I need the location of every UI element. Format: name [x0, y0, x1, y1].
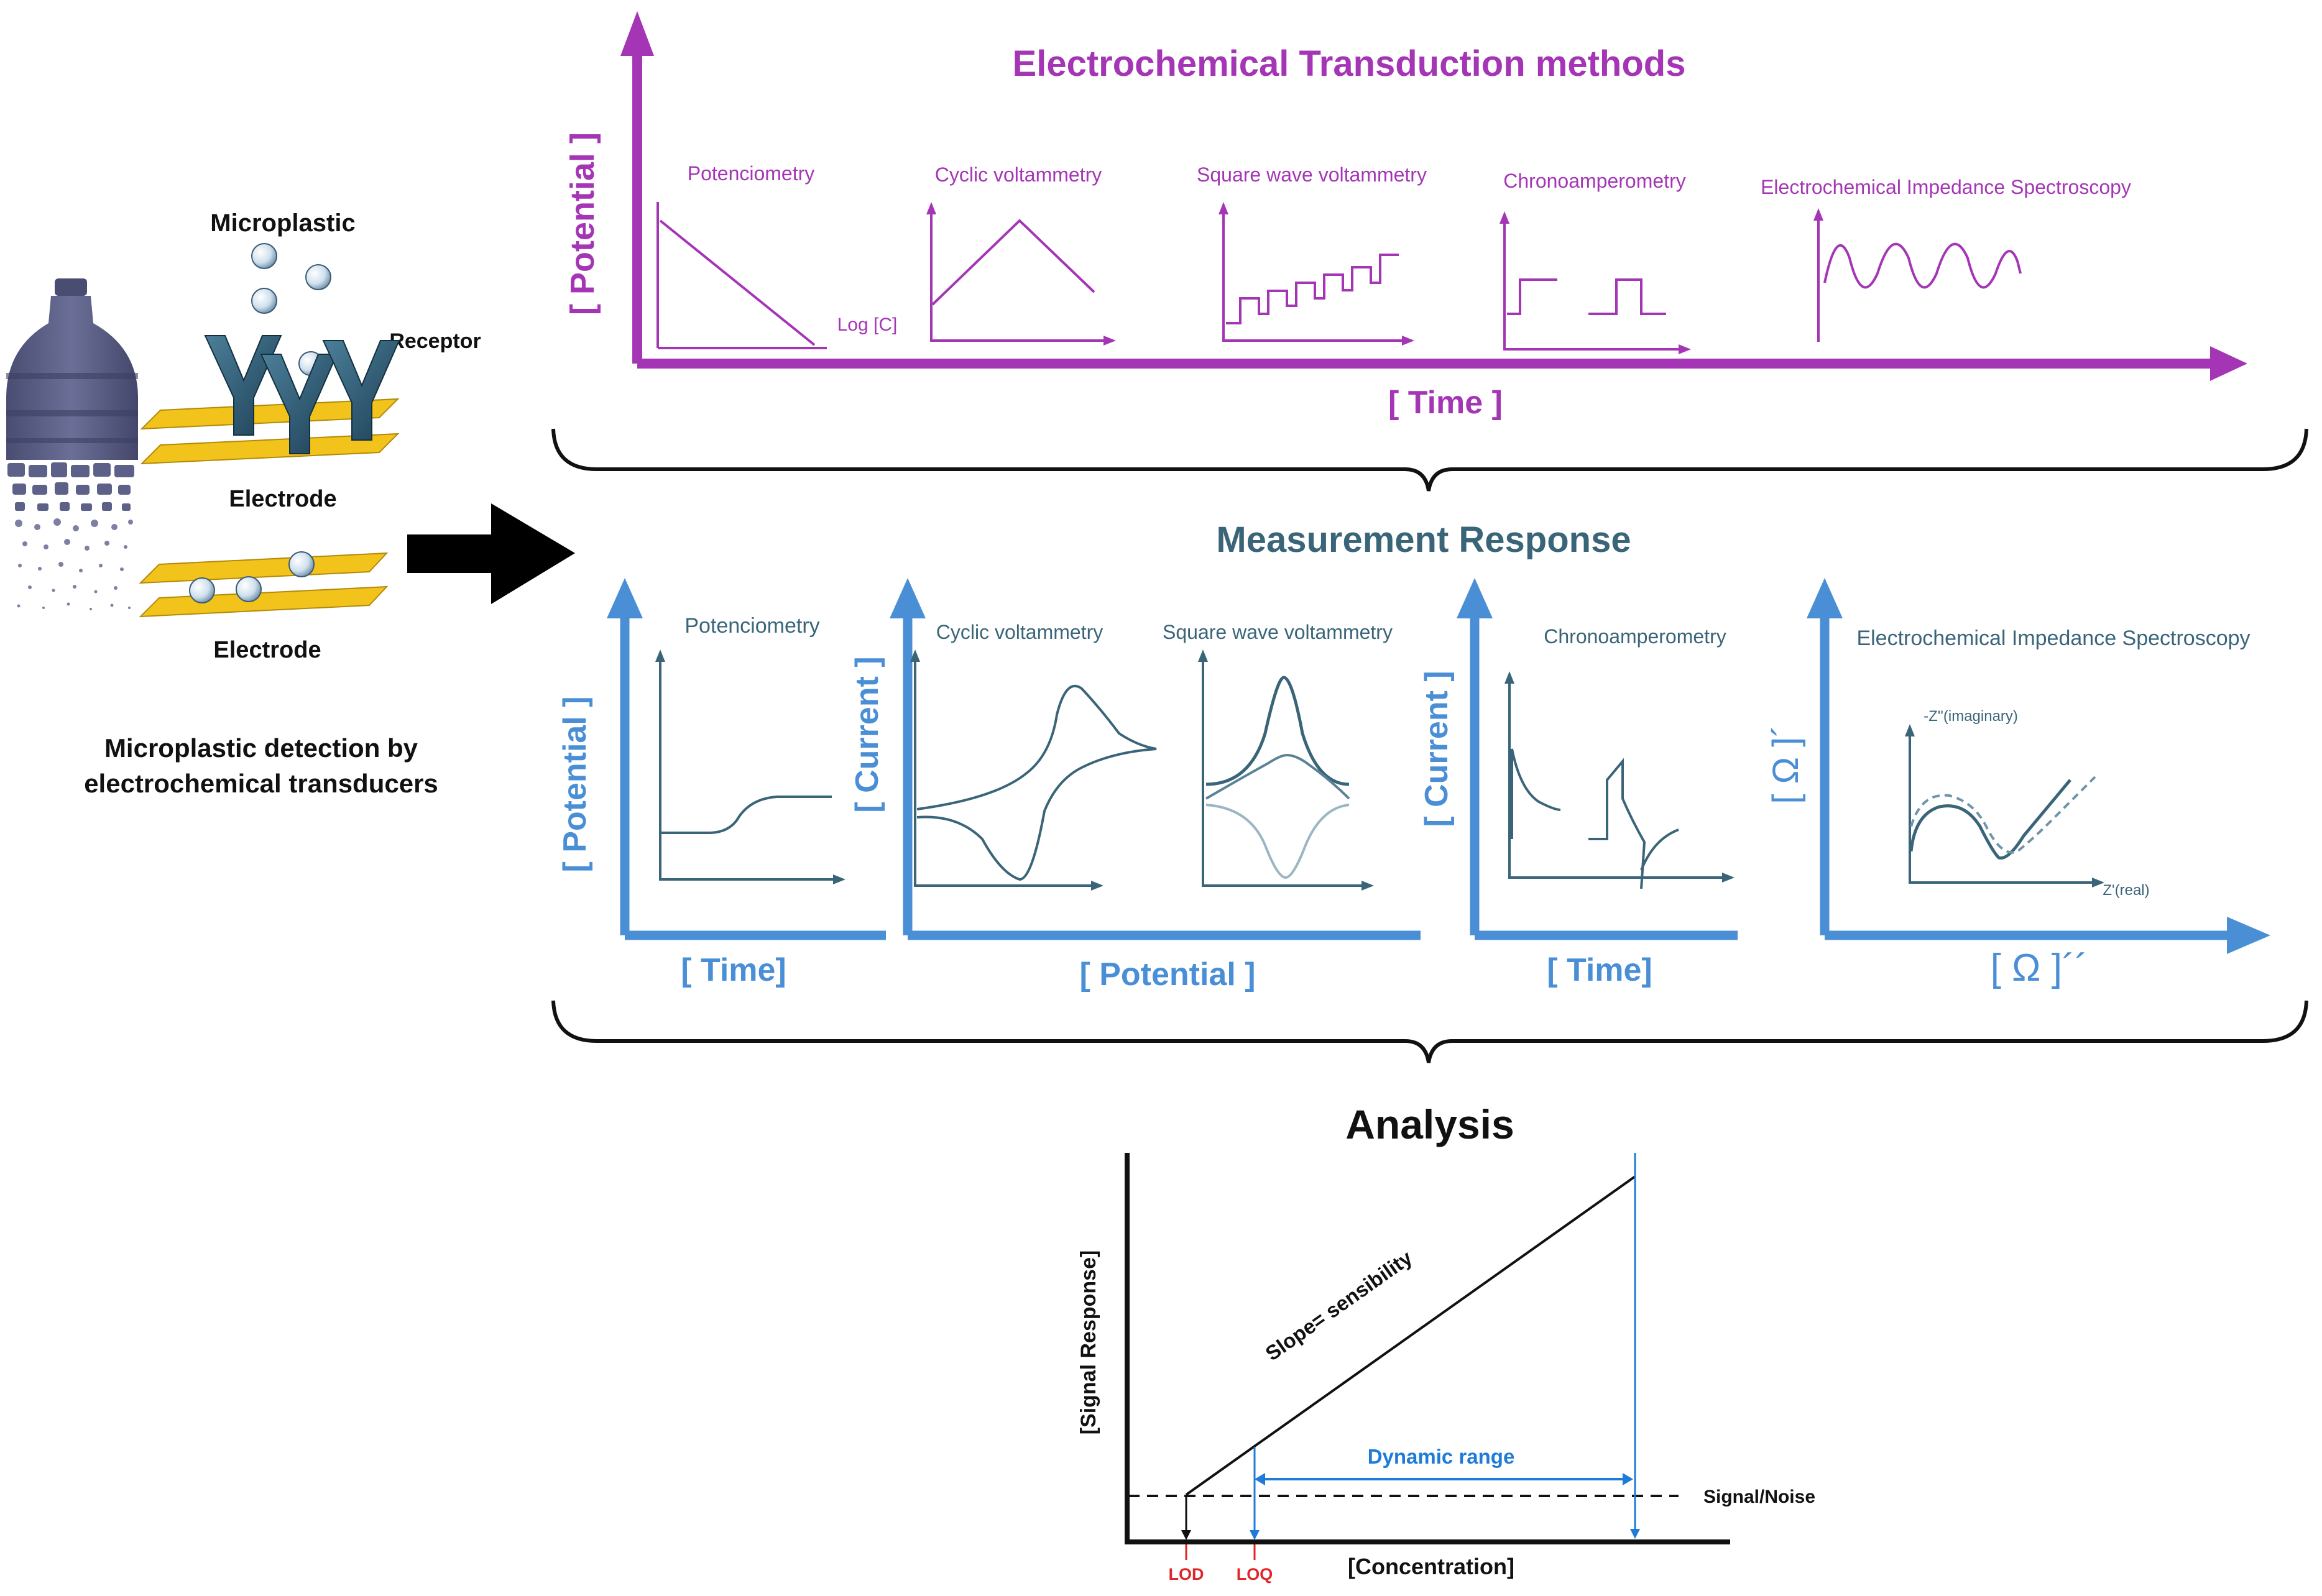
- electrode-strip-icon: [140, 398, 400, 465]
- response-potenciometry: [ Potential ] [ Time] Potenciometry: [557, 578, 886, 988]
- response-voltammetry: [ Current ] [ Potential ] Cyclic voltamm…: [849, 578, 1421, 993]
- transduction-square-wave-voltammetry: Square wave voltammetry: [1197, 163, 1427, 346]
- response-y-axis: [ Ω ]´: [1766, 725, 1806, 804]
- panel-label: Potenciometry: [684, 614, 819, 638]
- response-y-axis: [ Current ]: [1419, 671, 1455, 827]
- response-y-axis: [ Current ]: [849, 656, 885, 812]
- microplastic-label: Microplastic: [210, 209, 355, 237]
- response-x-axis: [ Time]: [681, 952, 786, 988]
- method-label: Square wave voltammetry: [1197, 163, 1427, 186]
- analysis-y-axis: [Signal Response]: [1077, 1250, 1100, 1435]
- receptor-y-icon: [204, 335, 400, 454]
- range-label: Dynamic range: [1368, 1445, 1515, 1468]
- response-chronoamperometry: [ Current ] [ Time] Chronoamperometry: [1419, 578, 1738, 988]
- noise-label: Signal/Noise: [1703, 1487, 1815, 1507]
- transduction-eis: Electrochemical Impedance Spectroscopy: [1761, 176, 2131, 342]
- plastic-bottle-icon: [6, 278, 138, 610]
- response-x-axis: [ Ω ]´´: [1991, 947, 2088, 989]
- panel-label: Cyclic voltammetry: [936, 621, 1103, 643]
- electrode-top-label: Electrode: [229, 486, 336, 512]
- loq-label: LOQ: [1237, 1565, 1273, 1584]
- method-label: Potenciometry: [688, 162, 815, 185]
- panel-label: Chronoamperometry: [1544, 625, 1726, 648]
- left-illustration: Microplastic Receptor Electrode: [6, 209, 575, 798]
- response-y-axis: [ Potential ]: [557, 696, 593, 872]
- response-eis: [ Ω ]´ [ Ω ]´´ Electrochemical Impedance…: [1766, 578, 2270, 989]
- caption-line-1: Microplastic detection by: [104, 733, 418, 763]
- response-panel: Measurement Response [ Potential ] [ Tim…: [551, 520, 2308, 1063]
- electrode-bottom-label: Electrode: [213, 637, 321, 663]
- brace-middle: [551, 1000, 2308, 1063]
- response-title: Measurement Response: [1216, 520, 1631, 560]
- eis-inner-y: -Z''(imaginary): [1923, 708, 2018, 725]
- response-x-axis: [ Potential ]: [1079, 956, 1255, 993]
- transduction-potenciometry: Potenciometry Log [C]: [657, 162, 898, 349]
- method-label: Chronoamperometry: [1503, 170, 1685, 192]
- transduction-panel: Electrochemical Transduction methods [ P…: [551, 11, 2308, 492]
- transduction-cyclic-voltammetry: Cyclic voltammetry: [926, 163, 1116, 346]
- transduction-title: Electrochemical Transduction methods: [1013, 44, 1686, 84]
- analysis-title: Analysis: [1345, 1101, 1514, 1147]
- electrode-strip-icon: [139, 552, 389, 618]
- calibration-line: [1185, 1175, 1636, 1496]
- panel-label: Square wave voltammetry: [1163, 621, 1393, 643]
- arrow-right-icon: [407, 503, 575, 604]
- method-axis-note: Log [C]: [837, 314, 898, 335]
- response-x-axis: [ Time]: [1547, 952, 1652, 988]
- transduction-y-axis: [ Potential ]: [564, 132, 601, 315]
- transduction-chronoamperometry: Chronoamperometry: [1500, 170, 1691, 354]
- caption-line-2: electrochemical transducers: [84, 769, 438, 798]
- receptor-label: Receptor: [389, 329, 481, 353]
- analysis-panel: Analysis [Signal Response] [Concentratio…: [1077, 1101, 1815, 1584]
- eis-inner-x: Z'(real): [2103, 882, 2149, 899]
- brace-top: [551, 428, 2308, 492]
- method-label: Electrochemical Impedance Spectroscopy: [1761, 176, 2131, 198]
- method-label: Cyclic voltammetry: [935, 163, 1102, 186]
- analysis-x-axis: [Concentration]: [1348, 1554, 1514, 1579]
- transduction-x-axis: [ Time ]: [1388, 385, 1503, 421]
- microplastic-particle-icon: [189, 551, 315, 603]
- panel-label: Electrochemical Impedance Spectroscopy: [1856, 626, 2250, 650]
- lod-label: LOD: [1169, 1565, 1204, 1584]
